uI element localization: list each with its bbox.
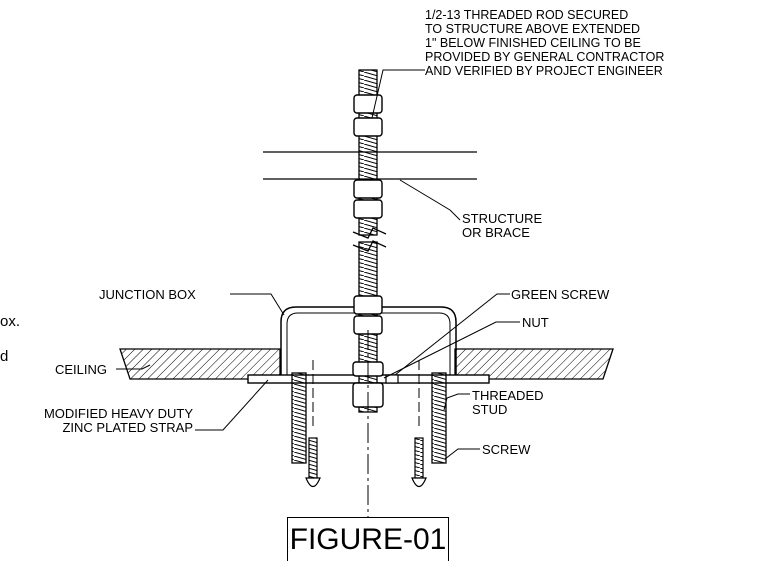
cropped-text-fragment: d — [0, 348, 9, 365]
cropped-text-fragment: ox. — [0, 313, 21, 330]
threaded-stud-label-line: STUD — [472, 402, 508, 417]
note-line: AND VERIFIED BY PROJECT ENGINEER — [425, 64, 663, 78]
note-line: PROVIDED BY GENERAL CONTRACTOR — [425, 50, 665, 64]
structure-label: STRUCTURE OR BRACE — [462, 212, 542, 240]
ceiling-label: CEILING — [55, 362, 108, 377]
nut-label: NUT — [522, 315, 549, 330]
junction-box-label: JUNCTION BOX — [99, 287, 196, 302]
green-screw — [385, 374, 399, 384]
strap-label-line: MODIFIED HEAVY DUTY — [43, 406, 193, 421]
structure-label-line: OR BRACE — [462, 225, 530, 240]
figure-label: FIGURE-01 — [287, 517, 449, 561]
threaded-studs — [291, 372, 447, 464]
screw-label: SCREW — [482, 442, 531, 457]
ceiling-hatch — [119, 348, 614, 380]
note-line: 1" BELOW FINISHED CEILING TO BE — [425, 36, 641, 50]
threaded-rod-note: 1/2-13 THREADED ROD SECURED TO STRUCTURE… — [425, 8, 664, 78]
green-screw-label: GREEN SCREW — [511, 287, 610, 302]
strap-label: MODIFIED HEAVY DUTY ZINC PLATED STRAP — [14, 407, 193, 435]
note-line: 1/2-13 THREADED ROD SECURED — [425, 8, 629, 22]
structure-label-line: STRUCTURE — [462, 211, 543, 226]
screws — [305, 437, 427, 488]
leader-lines — [116, 69, 520, 460]
strap-label-line: ZINC PLATED STRAP — [62, 420, 193, 435]
threaded-stud-label: THREADED STUD — [472, 389, 544, 417]
threaded-stud-label-line: THREADED — [472, 388, 544, 403]
note-line: TO STRUCTURE ABOVE EXTENDED — [425, 22, 641, 36]
